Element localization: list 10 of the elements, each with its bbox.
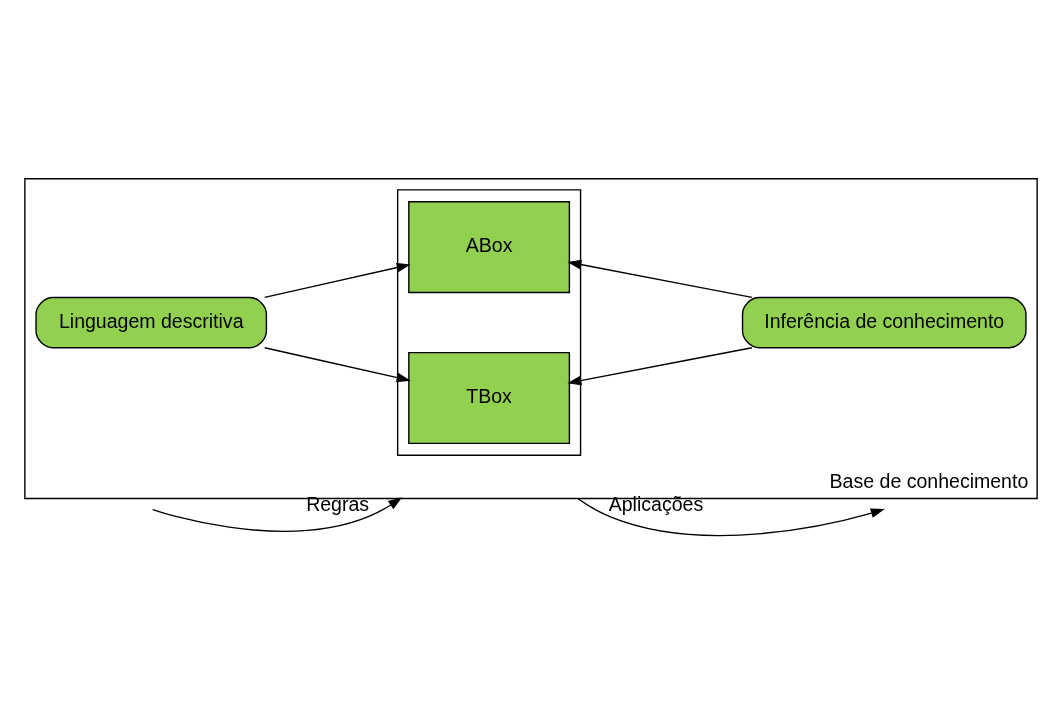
node-box: Inferência de conhecimento (741, 296, 1027, 349)
node-box: TBox (408, 351, 571, 445)
node-box: ABox (408, 201, 571, 294)
arrow (567, 259, 753, 299)
arrow (263, 347, 411, 383)
node-box: Linguagem descritiva (35, 296, 268, 349)
arrow (577, 497, 885, 537)
arrow (567, 347, 753, 386)
arrow (263, 262, 411, 299)
arrow (152, 497, 403, 532)
